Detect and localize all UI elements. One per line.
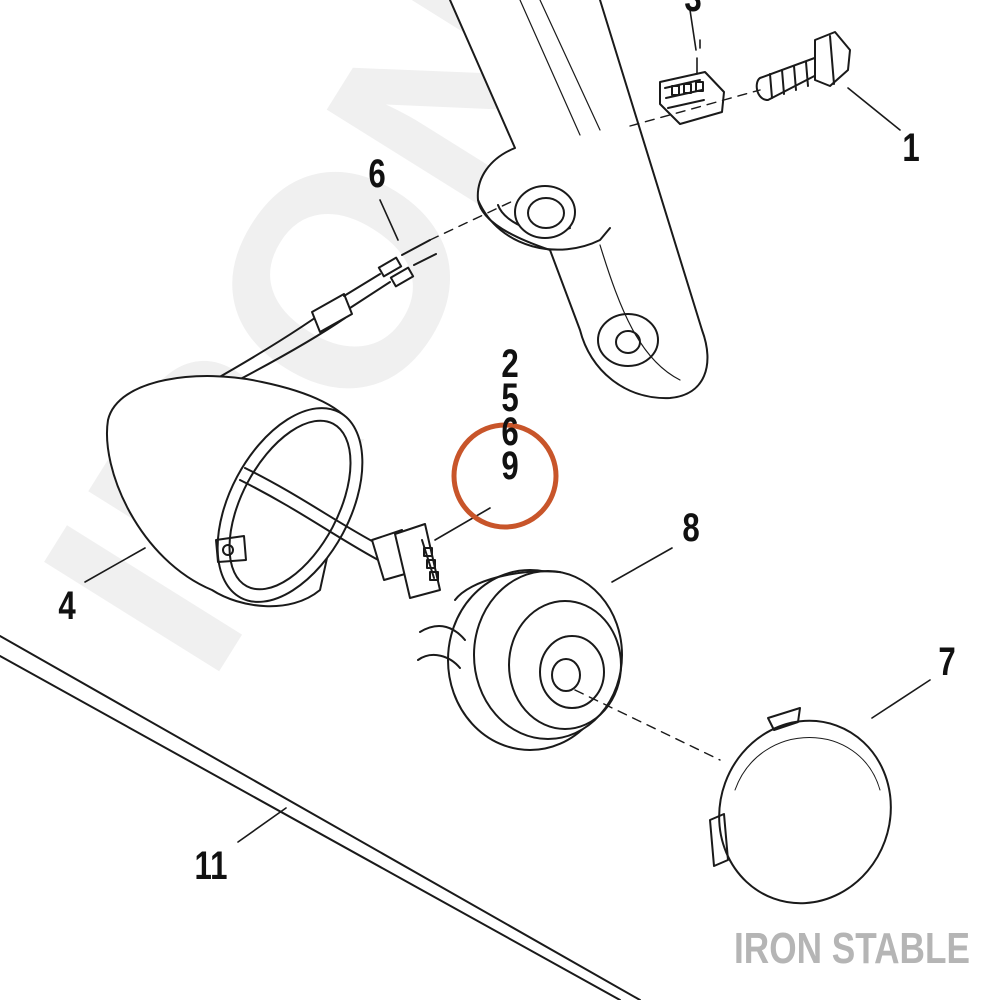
- callout-6: 6: [501, 410, 519, 454]
- led-module-part-8: [417, 569, 623, 751]
- callout-11: 11: [194, 844, 228, 888]
- lens-cap-part-7: [709, 707, 892, 905]
- callout-9: 9: [501, 444, 519, 488]
- callout-6-wire: 6: [368, 152, 386, 196]
- callout-7: 7: [938, 640, 956, 684]
- brand-logo-text: IRON STABLE: [734, 924, 970, 973]
- panel-edge-part-11: [0, 635, 641, 1000]
- bullet-housing-part-4: [106, 375, 364, 608]
- callout-8: 8: [682, 506, 700, 550]
- harness-connector: [239, 467, 441, 599]
- mounting-bracket: [449, 0, 709, 400]
- highlight-circle: [451, 422, 559, 530]
- callout-4: 4: [58, 584, 76, 628]
- connector-part-3: [659, 39, 725, 125]
- leader-lines: [84, 9, 931, 843]
- bolt-part-1: [755, 31, 851, 101]
- callout-5: 5: [501, 376, 519, 420]
- assembly-axes: [429, 89, 761, 761]
- callout-stack: 2 5 6 9: [488, 342, 532, 486]
- callout-2: 2: [501, 342, 519, 386]
- callout-1: 1: [902, 126, 920, 170]
- callout-3: 3: [681, 0, 704, 18]
